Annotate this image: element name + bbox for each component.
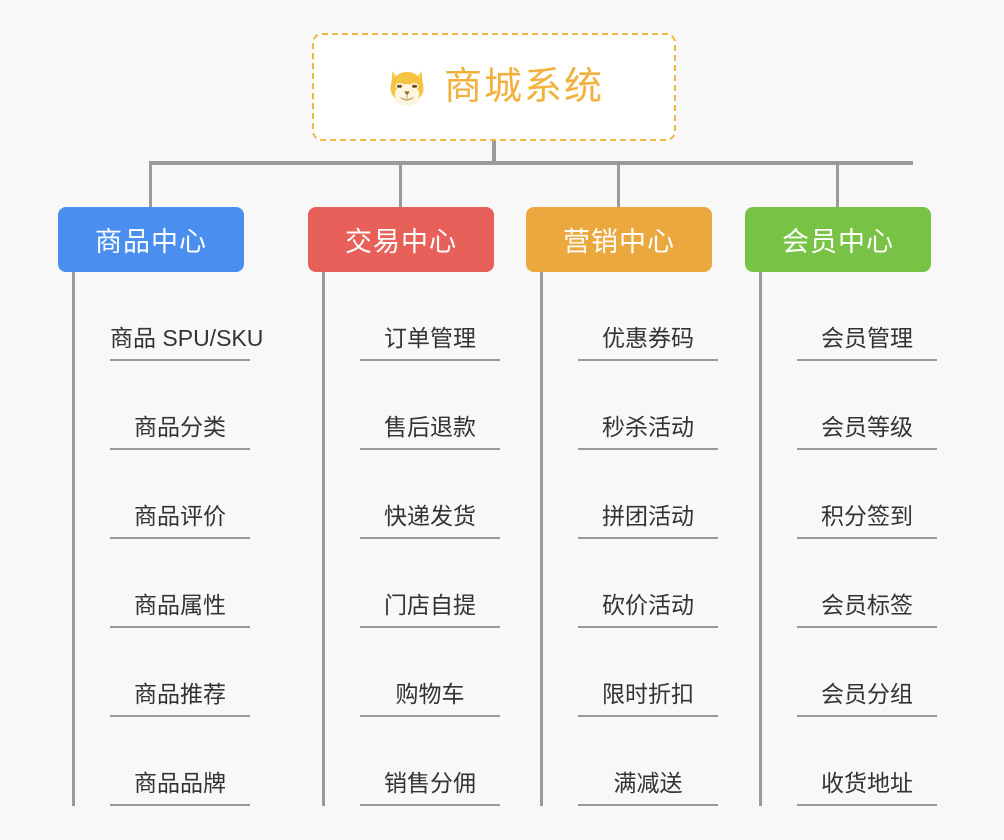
leaf-label: 商品属性 bbox=[110, 586, 250, 628]
leaf-label: 门店自提 bbox=[360, 586, 500, 628]
list-item[interactable]: 秒杀活动 bbox=[543, 361, 718, 450]
category-column-member: 会员中心 会员管理 会员等级 积分签到 会员标签 会员分组 收货地址 bbox=[745, 207, 937, 806]
leaf-label: 商品品牌 bbox=[110, 764, 250, 806]
list-item[interactable]: 优惠券码 bbox=[543, 272, 718, 361]
leaf-label: 砍价活动 bbox=[578, 586, 718, 628]
list-item[interactable]: 会员标签 bbox=[762, 539, 937, 628]
leaf-label: 会员标签 bbox=[797, 586, 937, 628]
leaf-label: 会员管理 bbox=[797, 319, 937, 361]
connector-drop-会员中心 bbox=[836, 161, 839, 207]
leaf-label: 秒杀活动 bbox=[578, 408, 718, 450]
leaf-label: 商品分类 bbox=[110, 408, 250, 450]
leaf-list-trade: 订单管理 售后退款 快递发货 门店自提 购物车 销售分佣 bbox=[322, 272, 500, 806]
leaf-label: 快递发货 bbox=[360, 497, 500, 539]
connector-horizontal-bus bbox=[149, 161, 913, 165]
list-item[interactable]: 快递发货 bbox=[325, 450, 500, 539]
list-item[interactable]: 售后退款 bbox=[325, 361, 500, 450]
leaf-label: 售后退款 bbox=[360, 408, 500, 450]
leaf-label: 商品 SPU/SKU bbox=[110, 319, 263, 361]
category-header-product[interactable]: 商品中心 bbox=[58, 207, 244, 272]
leaf-label: 销售分佣 bbox=[360, 764, 500, 806]
list-item[interactable]: 满减送 bbox=[543, 717, 718, 806]
list-item[interactable]: 积分签到 bbox=[762, 450, 937, 539]
list-item[interactable]: 商品品牌 bbox=[75, 717, 250, 806]
list-item[interactable]: 会员管理 bbox=[762, 272, 937, 361]
list-item[interactable]: 门店自提 bbox=[325, 539, 500, 628]
category-header-trade[interactable]: 交易中心 bbox=[308, 207, 494, 272]
connector-root-stub bbox=[492, 141, 496, 164]
leaf-label: 积分签到 bbox=[797, 497, 937, 539]
list-item[interactable]: 商品评价 bbox=[75, 450, 250, 539]
list-item[interactable]: 订单管理 bbox=[325, 272, 500, 361]
list-item[interactable]: 商品推荐 bbox=[75, 628, 250, 717]
root-node[interactable]: 商城系统 bbox=[312, 33, 676, 141]
category-title: 交易中心 bbox=[345, 227, 457, 257]
root-title: 商城系统 bbox=[443, 66, 604, 108]
leaf-label: 商品评价 bbox=[110, 497, 250, 539]
leaf-list-marketing: 优惠券码 秒杀活动 拼团活动 砍价活动 限时折扣 满减送 bbox=[540, 272, 718, 806]
leaf-label: 商品推荐 bbox=[110, 675, 250, 717]
list-item[interactable]: 会员分组 bbox=[762, 628, 937, 717]
category-title: 营销中心 bbox=[563, 227, 675, 257]
connector-drop-商品中心 bbox=[149, 161, 152, 207]
leaf-list-member: 会员管理 会员等级 积分签到 会员标签 会员分组 收货地址 bbox=[759, 272, 937, 806]
list-item[interactable]: 收货地址 bbox=[762, 717, 937, 806]
list-item[interactable]: 砍价活动 bbox=[543, 539, 718, 628]
list-item[interactable]: 限时折扣 bbox=[543, 628, 718, 717]
list-item[interactable]: 商品属性 bbox=[75, 539, 250, 628]
list-item[interactable]: 会员等级 bbox=[762, 361, 937, 450]
list-item[interactable]: 销售分佣 bbox=[325, 717, 500, 806]
leaf-list-product: 商品 SPU/SKU 商品分类 商品评价 商品属性 商品推荐 商品品牌 bbox=[72, 272, 263, 806]
list-item[interactable]: 拼团活动 bbox=[543, 450, 718, 539]
list-item[interactable]: 商品分类 bbox=[75, 361, 250, 450]
leaf-label: 拼团活动 bbox=[578, 497, 718, 539]
leaf-label: 满减送 bbox=[578, 764, 718, 806]
category-title: 商品中心 bbox=[95, 227, 207, 257]
leaf-label: 收货地址 bbox=[797, 764, 937, 806]
list-item[interactable]: 商品 SPU/SKU bbox=[75, 272, 263, 361]
leaf-label: 会员等级 bbox=[797, 408, 937, 450]
connector-drop-交易中心 bbox=[399, 161, 402, 207]
leaf-label: 限时折扣 bbox=[578, 675, 718, 717]
category-column-trade: 交易中心 订单管理 售后退款 快递发货 门店自提 购物车 销售分佣 bbox=[308, 207, 500, 806]
category-column-marketing: 营销中心 优惠券码 秒杀活动 拼团活动 砍价活动 限时折扣 满减送 bbox=[526, 207, 718, 806]
category-header-member[interactable]: 会员中心 bbox=[745, 207, 931, 272]
category-column-product: 商品中心 商品 SPU/SKU 商品分类 商品评价 商品属性 商品推荐 商品品牌 bbox=[58, 207, 263, 806]
category-title: 会员中心 bbox=[782, 227, 894, 257]
list-item[interactable]: 购物车 bbox=[325, 628, 500, 717]
leaf-label: 订单管理 bbox=[360, 319, 500, 361]
leaf-label: 购物车 bbox=[360, 675, 500, 717]
connector-drop-营销中心 bbox=[617, 161, 620, 207]
category-header-marketing[interactable]: 营销中心 bbox=[526, 207, 712, 272]
leaf-label: 优惠券码 bbox=[578, 319, 718, 361]
leaf-label: 会员分组 bbox=[797, 675, 937, 717]
shiba-dog-face-icon bbox=[390, 71, 424, 107]
